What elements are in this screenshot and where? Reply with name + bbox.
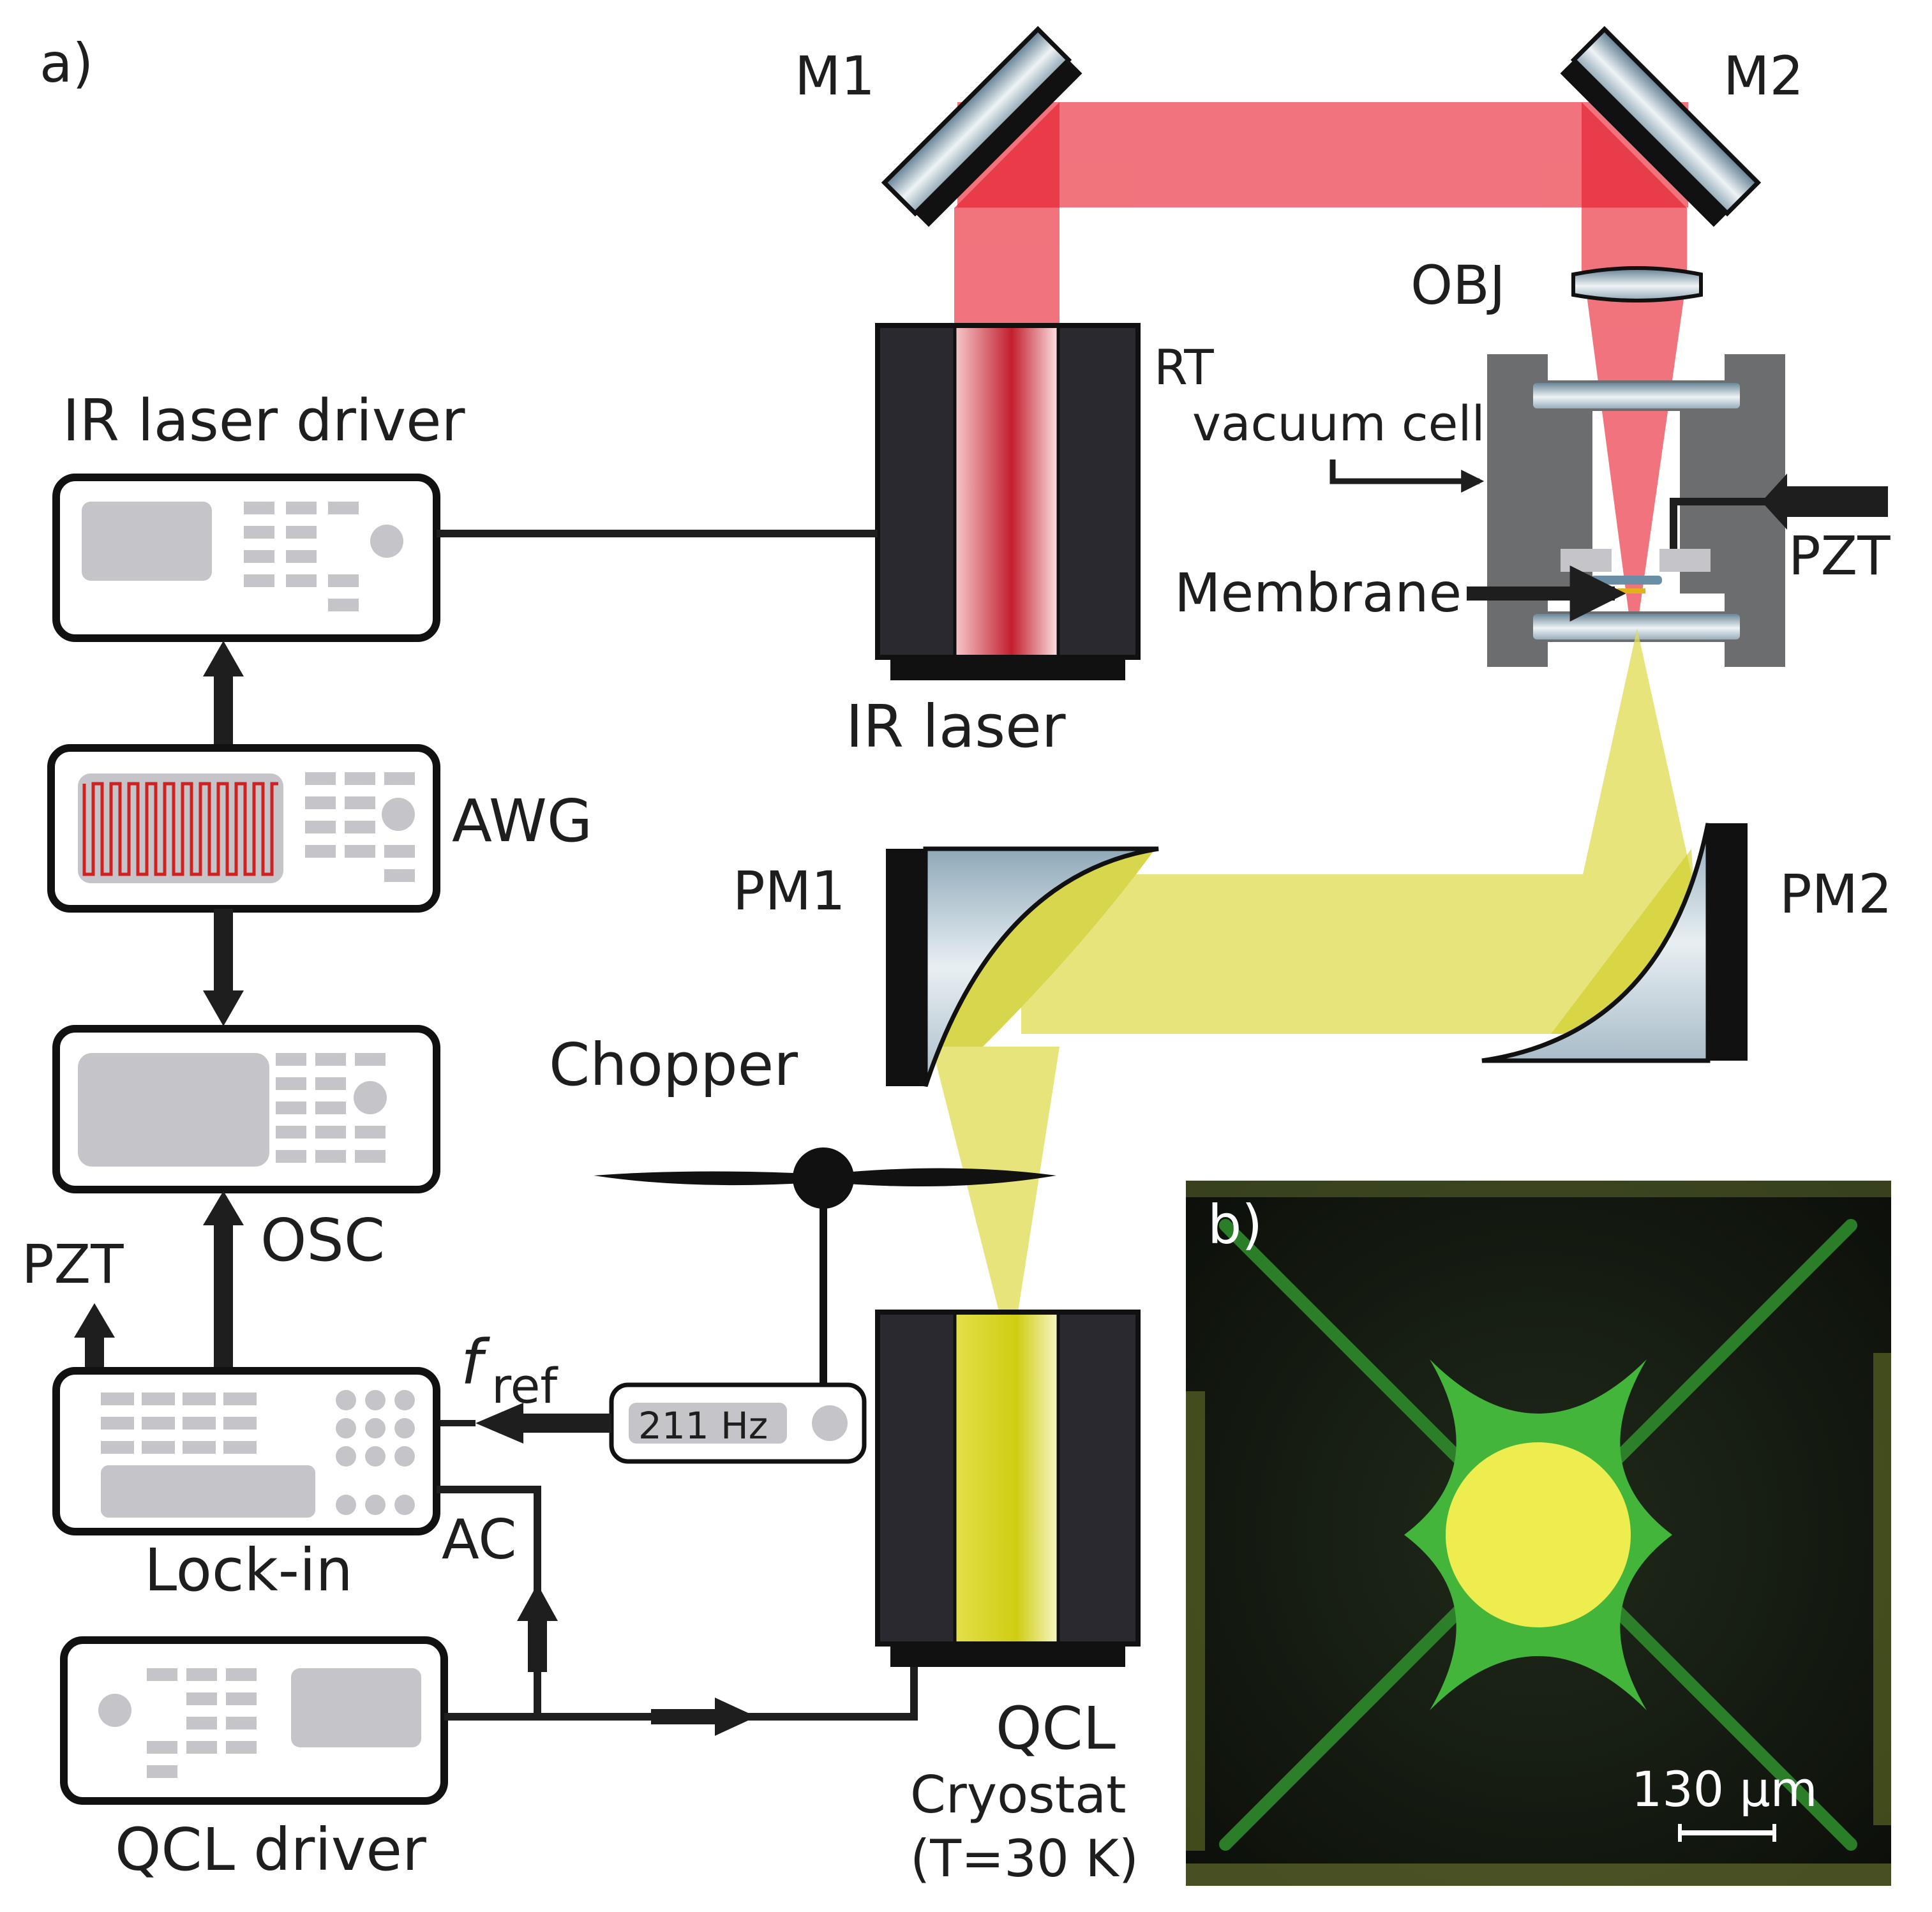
cryostat-label: Cryostat (T=30 K) — [910, 1765, 1139, 1888]
membrane-label: Membrane — [1174, 562, 1462, 624]
ir-laser-driver-label: IR laser driver — [63, 387, 465, 454]
lockin-amplifier — [52, 1367, 440, 1535]
qcl-label: QCL — [996, 1694, 1116, 1763]
lockin-to-osc-arrow — [203, 1191, 244, 1371]
ir-laser-housing — [875, 323, 1141, 680]
osc-label: OSC — [260, 1206, 385, 1274]
ir-laser-label: IR laser — [846, 692, 1066, 761]
f-ref-arrow — [440, 1403, 611, 1444]
svg-text:vacuum cell: vacuum cell — [1192, 395, 1485, 452]
pzt-left-label: PZT — [22, 1233, 124, 1296]
lockin-label: Lock-in — [144, 1536, 353, 1604]
chopper-label: Chopper — [549, 1031, 798, 1099]
qcl-housing — [875, 1310, 1141, 1667]
ac-label: AC — [442, 1508, 516, 1572]
mirror-m1 — [881, 26, 1082, 227]
parabolic-mirror-pm1 — [886, 846, 1159, 1087]
awg — [47, 744, 440, 913]
ac-signal-line — [437, 1486, 558, 1717]
pm1-label: PM1 — [733, 860, 846, 922]
svg-text:RT: RT — [1154, 339, 1214, 396]
objective-lens — [1571, 266, 1703, 302]
svg-text:Cryostat: Cryostat — [910, 1765, 1126, 1825]
svg-text:(T=30 K): (T=30 K) — [910, 1829, 1139, 1888]
chopper-controller — [609, 1382, 867, 1464]
ir-beam-path — [954, 102, 1688, 614]
ir-laser-driver — [52, 474, 440, 642]
mirror-m2 — [1560, 26, 1762, 227]
awg-to-driver-arrow — [203, 641, 244, 748]
svg-text:f: f — [461, 1327, 490, 1398]
mirror-m2-label: M2 — [1723, 45, 1804, 107]
pzt-right-label: PZT — [1788, 525, 1891, 587]
qcl-driver — [60, 1636, 448, 1805]
qcl-driver-label: QCL driver — [115, 1816, 426, 1884]
membrane-micrograph — [1186, 1181, 1891, 1886]
awg-to-osc-arrow — [203, 909, 244, 1026]
driver-to-qcl-cable — [444, 1667, 918, 1736]
objective-label: OBJ — [1411, 254, 1506, 317]
oscilloscope — [52, 1025, 440, 1193]
awg-label: AWG — [452, 787, 592, 855]
vacuum-cell-label: RT vacuum cell — [1154, 339, 1485, 452]
chopper-frequency: 211 Hz — [638, 1404, 768, 1447]
parabolic-mirror-pm2 — [1481, 823, 1748, 1063]
f-ref-label: f ref — [461, 1327, 558, 1414]
scale-bar-label: 130 μm — [1631, 1761, 1818, 1818]
pzt-left-arrow — [74, 1303, 115, 1371]
vacuum-cell-arrow — [1329, 459, 1485, 493]
mirror-m1-label: M1 — [795, 45, 875, 107]
panel-b-label: b) — [1208, 1193, 1262, 1256]
vacuum-cell — [1487, 354, 1785, 667]
chopper — [594, 1147, 1056, 1385]
panel-a-label: a) — [40, 32, 93, 94]
svg-text:ref: ref — [491, 1357, 558, 1414]
pm2-label: PM2 — [1779, 863, 1892, 925]
